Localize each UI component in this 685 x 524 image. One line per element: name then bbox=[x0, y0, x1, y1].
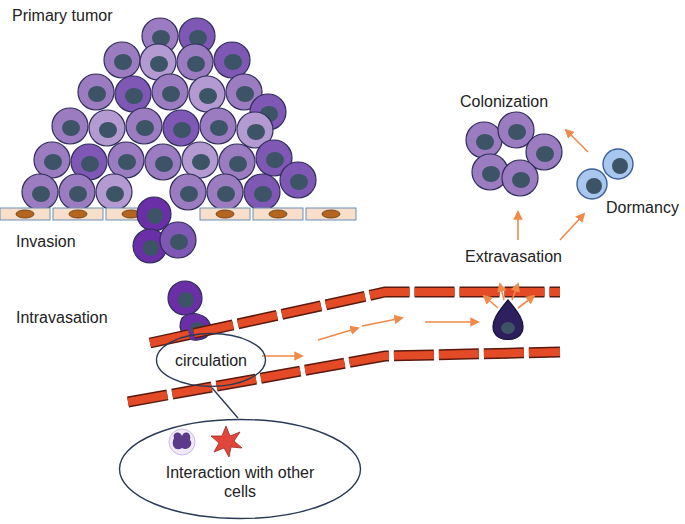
colony-cell bbox=[466, 122, 502, 158]
node-text-box: circulation bbox=[155, 332, 267, 388]
membrane-segment bbox=[306, 208, 356, 220]
node-text: circulation bbox=[175, 351, 247, 370]
tumor-cell bbox=[34, 142, 70, 178]
tumor-cell bbox=[145, 144, 181, 180]
fate-arrow bbox=[517, 212, 519, 240]
vessel-wall bbox=[150, 292, 560, 343]
neutrophil-nucleus bbox=[173, 432, 192, 449]
node-text-box: Interaction with other cells bbox=[165, 458, 315, 506]
tumor-cell bbox=[104, 42, 140, 78]
membrane-segment bbox=[200, 208, 250, 220]
tumor-cell bbox=[152, 74, 188, 110]
tumor-cell bbox=[59, 174, 95, 210]
stage-label: Extravasation bbox=[465, 247, 562, 266]
stage-label: Colonization bbox=[460, 92, 548, 111]
vessel-wall bbox=[150, 292, 560, 343]
stage-label: Dormancy bbox=[606, 198, 679, 217]
stage-label: Intravasation bbox=[16, 308, 108, 327]
tumor-cell bbox=[108, 142, 144, 178]
extravasating-cell-body bbox=[493, 300, 523, 340]
tumor-cell bbox=[115, 76, 151, 112]
stage-label: Primary tumor bbox=[12, 6, 112, 25]
exit-arrow bbox=[484, 296, 498, 308]
basement-membrane bbox=[0, 208, 356, 220]
exit-arrow bbox=[518, 296, 534, 308]
flow-arrows bbox=[262, 318, 478, 356]
dormant-cell bbox=[577, 169, 607, 199]
tumor-cell bbox=[177, 44, 213, 80]
exit-arrow bbox=[500, 284, 504, 300]
tumor-cell bbox=[189, 76, 225, 112]
dormant-cell bbox=[603, 149, 633, 179]
cell-nucleus bbox=[501, 322, 515, 334]
interaction-icons bbox=[169, 426, 242, 457]
tumor-cell bbox=[207, 174, 243, 210]
blood-vessel bbox=[128, 292, 560, 402]
stage-label: Invasion bbox=[16, 232, 76, 251]
invading-cell bbox=[160, 222, 196, 258]
tumor-mass bbox=[22, 18, 316, 210]
tumor-cell bbox=[96, 174, 132, 210]
tumor-cell bbox=[22, 174, 58, 210]
reactivation-arrow bbox=[566, 130, 588, 152]
invading-cells bbox=[133, 197, 196, 263]
intravasating-cell bbox=[168, 281, 202, 315]
tumor-cell bbox=[244, 174, 280, 210]
tumor-cell bbox=[163, 110, 199, 146]
ellipse-shape bbox=[157, 334, 266, 387]
flow-arrow bbox=[318, 328, 358, 340]
colony-cell bbox=[502, 160, 538, 196]
membrane-segment bbox=[53, 208, 103, 220]
flow-arrow bbox=[425, 321, 478, 323]
flow-arrow bbox=[362, 318, 402, 326]
membrane-segment bbox=[0, 208, 50, 220]
connector-line bbox=[212, 388, 238, 418]
fate-arrow bbox=[560, 214, 584, 240]
flow-arrow bbox=[262, 355, 302, 357]
tumor-cell bbox=[214, 42, 250, 78]
node-text: Interaction with other cells bbox=[165, 463, 315, 501]
interaction-ellipse: Interaction with other cells bbox=[118, 418, 362, 520]
extravasating-cell bbox=[493, 300, 523, 340]
platelet-icon bbox=[211, 426, 242, 457]
membrane-segment bbox=[253, 208, 303, 220]
tumor-cell bbox=[78, 74, 114, 110]
tumor-cell bbox=[126, 108, 162, 144]
tumor-cell bbox=[280, 162, 316, 198]
dormant-cells bbox=[577, 149, 633, 199]
tumor-cell bbox=[200, 108, 236, 144]
exit-arrow bbox=[512, 284, 518, 300]
ellipse-shape bbox=[120, 420, 361, 519]
neutrophil-icon bbox=[169, 429, 195, 455]
colony bbox=[466, 112, 562, 196]
tumor-cell bbox=[89, 110, 125, 146]
tumor-cell bbox=[170, 174, 206, 210]
tumor-cell bbox=[182, 142, 218, 178]
circulation-ellipse: circulation bbox=[155, 332, 267, 388]
tumor-cell bbox=[52, 108, 88, 144]
